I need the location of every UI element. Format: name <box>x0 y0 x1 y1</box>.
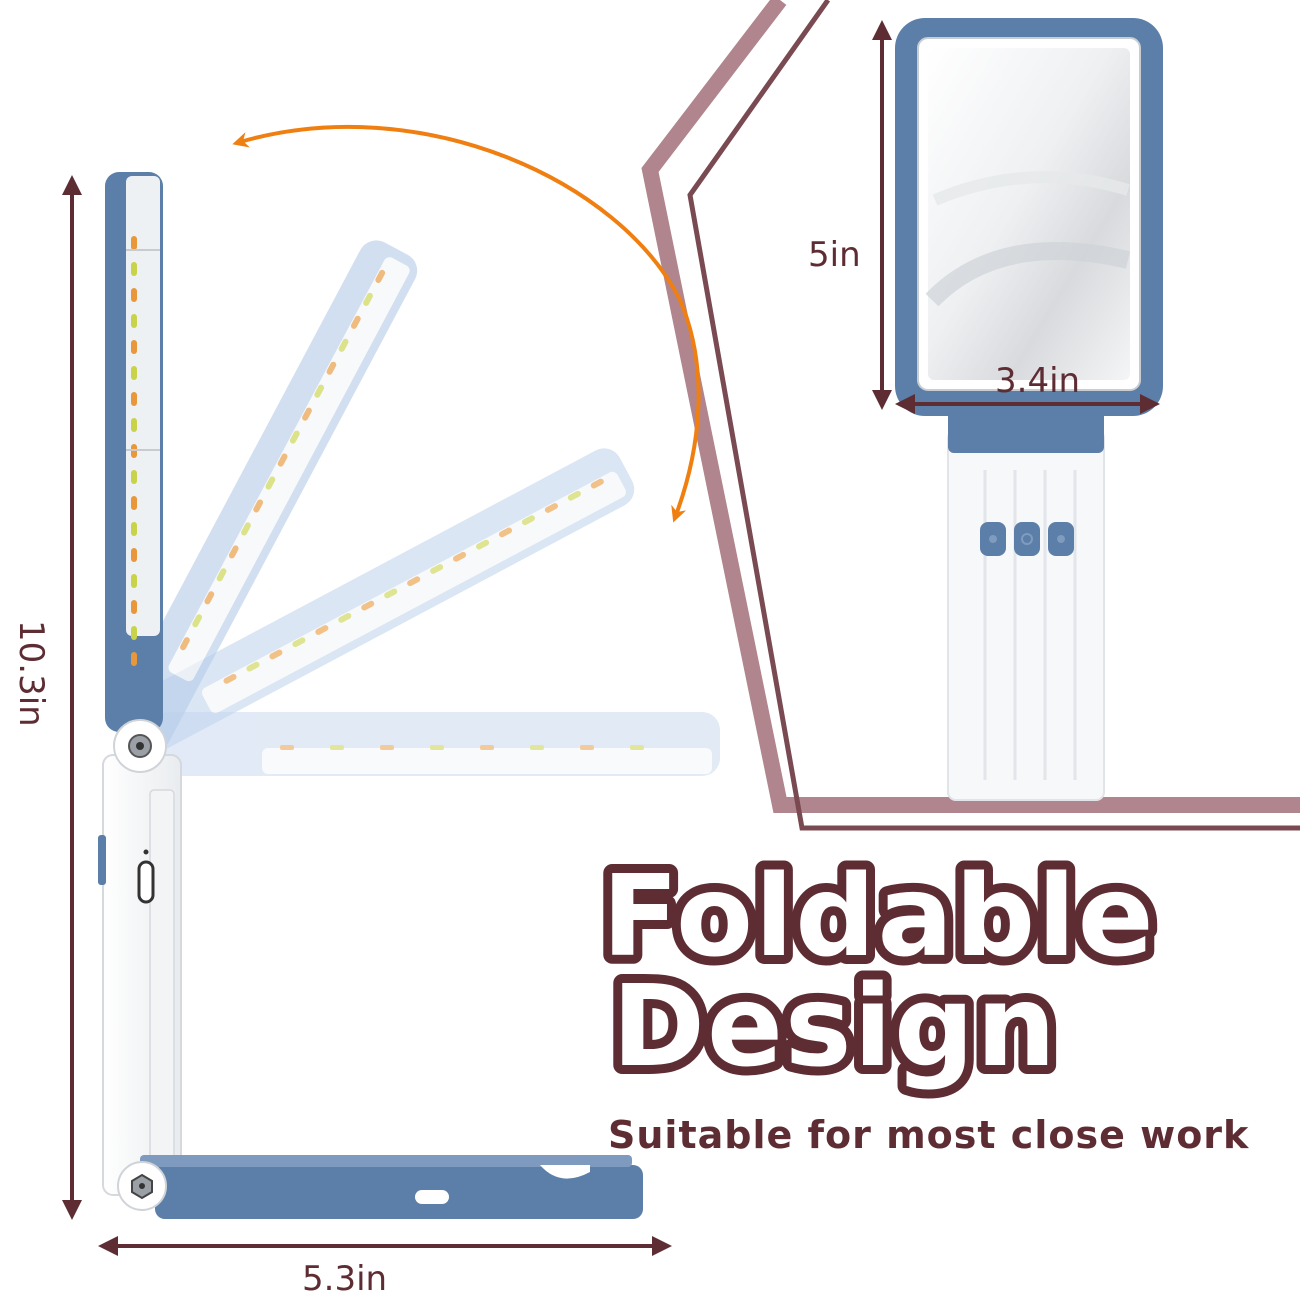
lens-position-62deg <box>123 448 635 754</box>
base-stand <box>155 1165 643 1219</box>
hinge-screw-icon <box>117 1161 167 1211</box>
folding-magnifier <box>98 172 720 1219</box>
lens-position-28deg <box>112 240 418 752</box>
rotation-arrow-icon <box>232 124 701 523</box>
subheadline: Suitable for most close work <box>608 1113 1249 1157</box>
front-magnifier <box>895 18 1163 801</box>
inset-frame <box>641 0 1300 831</box>
base-width-label: 5.3in <box>302 1259 387 1299</box>
hinge-screw-icon <box>113 719 167 773</box>
lens-height-label: 5in <box>808 235 861 275</box>
height-label: 10.3in <box>11 620 51 727</box>
control-button-icon[interactable] <box>1014 522 1040 556</box>
lens-width-label: 3.4in <box>995 361 1080 401</box>
lens-glass <box>928 48 1130 380</box>
headline-line-1: Foldable <box>602 852 1156 982</box>
headline-line-2: Design <box>612 962 1058 1092</box>
front-handle <box>947 429 1105 801</box>
side-button[interactable] <box>98 835 106 885</box>
usb-port-icon <box>137 860 155 904</box>
lens-position-horizontal <box>150 712 720 776</box>
lens-position-upright <box>105 172 163 732</box>
